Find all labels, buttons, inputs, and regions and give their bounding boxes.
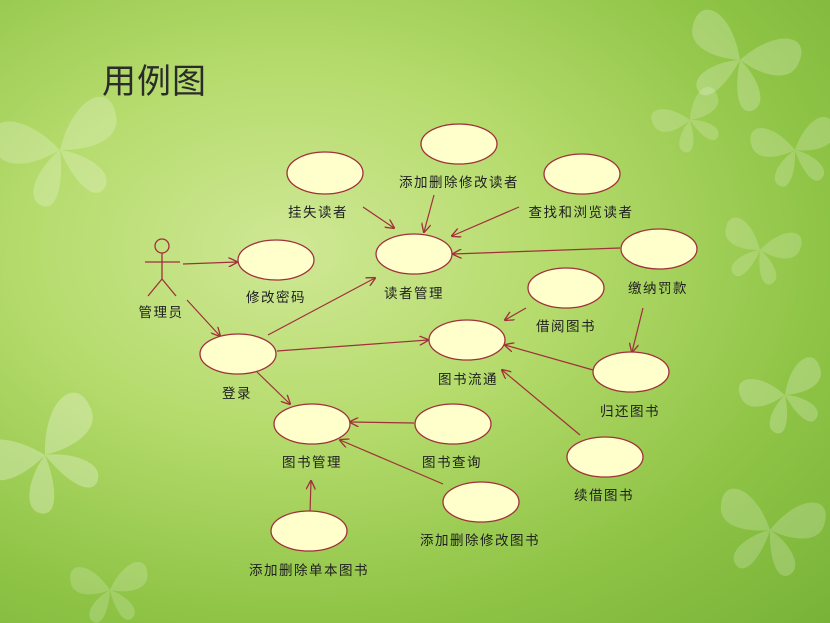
actor-label: 管理员 [139, 305, 184, 321]
edge-dl-gl [256, 371, 290, 404]
use-case-label: 读者管理 [384, 286, 444, 302]
use-case-jf: 缴纳罚款 [620, 228, 698, 297]
edge-gs-dz [362, 206, 394, 228]
edge-jy-lt [505, 307, 527, 320]
use-case-lt: 图书流通 [428, 319, 506, 388]
use-case-label: 查找和浏览读者 [529, 205, 634, 221]
relation-edges [182, 194, 644, 514]
use-case-label: 挂失读者 [288, 205, 348, 221]
use-case-gh: 归还图书 [592, 351, 670, 420]
use-case-cz: 查找和浏览读者 [529, 153, 634, 221]
use-case-label: 登录 [222, 386, 252, 402]
use-case-label: 添加删除单本图书 [249, 563, 369, 579]
use-case-tjs: 添加删除修改图书 [420, 481, 540, 549]
use-case-label: 缴纳罚款 [628, 281, 688, 297]
use-case-label: 图书流通 [438, 372, 498, 388]
use-case-gl: 图书管理 [273, 403, 351, 471]
stick-figure-icon [145, 238, 180, 297]
edge-jf-dz [453, 247, 621, 254]
edge-cz-dz [452, 206, 520, 236]
edge-tj-dz [424, 194, 435, 232]
edge-xj-lt [502, 370, 581, 436]
use-case-xj: 续借图书 [566, 436, 644, 504]
use-case-label: 添加删除修改读者 [399, 175, 519, 191]
use-case-label: 图书管理 [282, 455, 342, 471]
edge-tjd-gl [310, 481, 311, 514]
use-case-label: 添加删除修改图书 [420, 533, 540, 549]
use-case-label: 修改密码 [246, 289, 306, 306]
use-case-tjd: 添加删除单本图书 [249, 510, 369, 579]
use-case-label: 归还图书 [600, 403, 660, 420]
edge-dl-lt [276, 340, 428, 352]
edge-jf-gh [632, 307, 644, 352]
edge-dl-dz [267, 278, 375, 336]
use-case-dl: 登录 [199, 333, 277, 402]
edge-gh-lt [505, 345, 594, 371]
edge-admin-dl [186, 299, 220, 336]
edge-admin-xg [182, 262, 237, 264]
use-case-xg: 修改密码 [237, 239, 315, 306]
use-case-cx: 图书查询 [414, 403, 492, 471]
edge-cx-gl [350, 422, 415, 423]
slide-title: 用例图 [102, 62, 207, 102]
use-case-label: 借阅图书 [536, 319, 596, 335]
use-case-label: 图书查询 [422, 455, 482, 471]
use-case-label: 续借图书 [574, 488, 634, 504]
use-case-dz: 读者管理 [375, 233, 453, 302]
actor-admin: 管理员 [139, 238, 184, 321]
use-case-jy: 借阅图书 [527, 267, 605, 335]
use-case-tj: 添加删除修改读者 [399, 123, 519, 191]
use-case-gs: 挂失读者 [286, 151, 364, 221]
edge-tjs-gl [340, 440, 444, 485]
